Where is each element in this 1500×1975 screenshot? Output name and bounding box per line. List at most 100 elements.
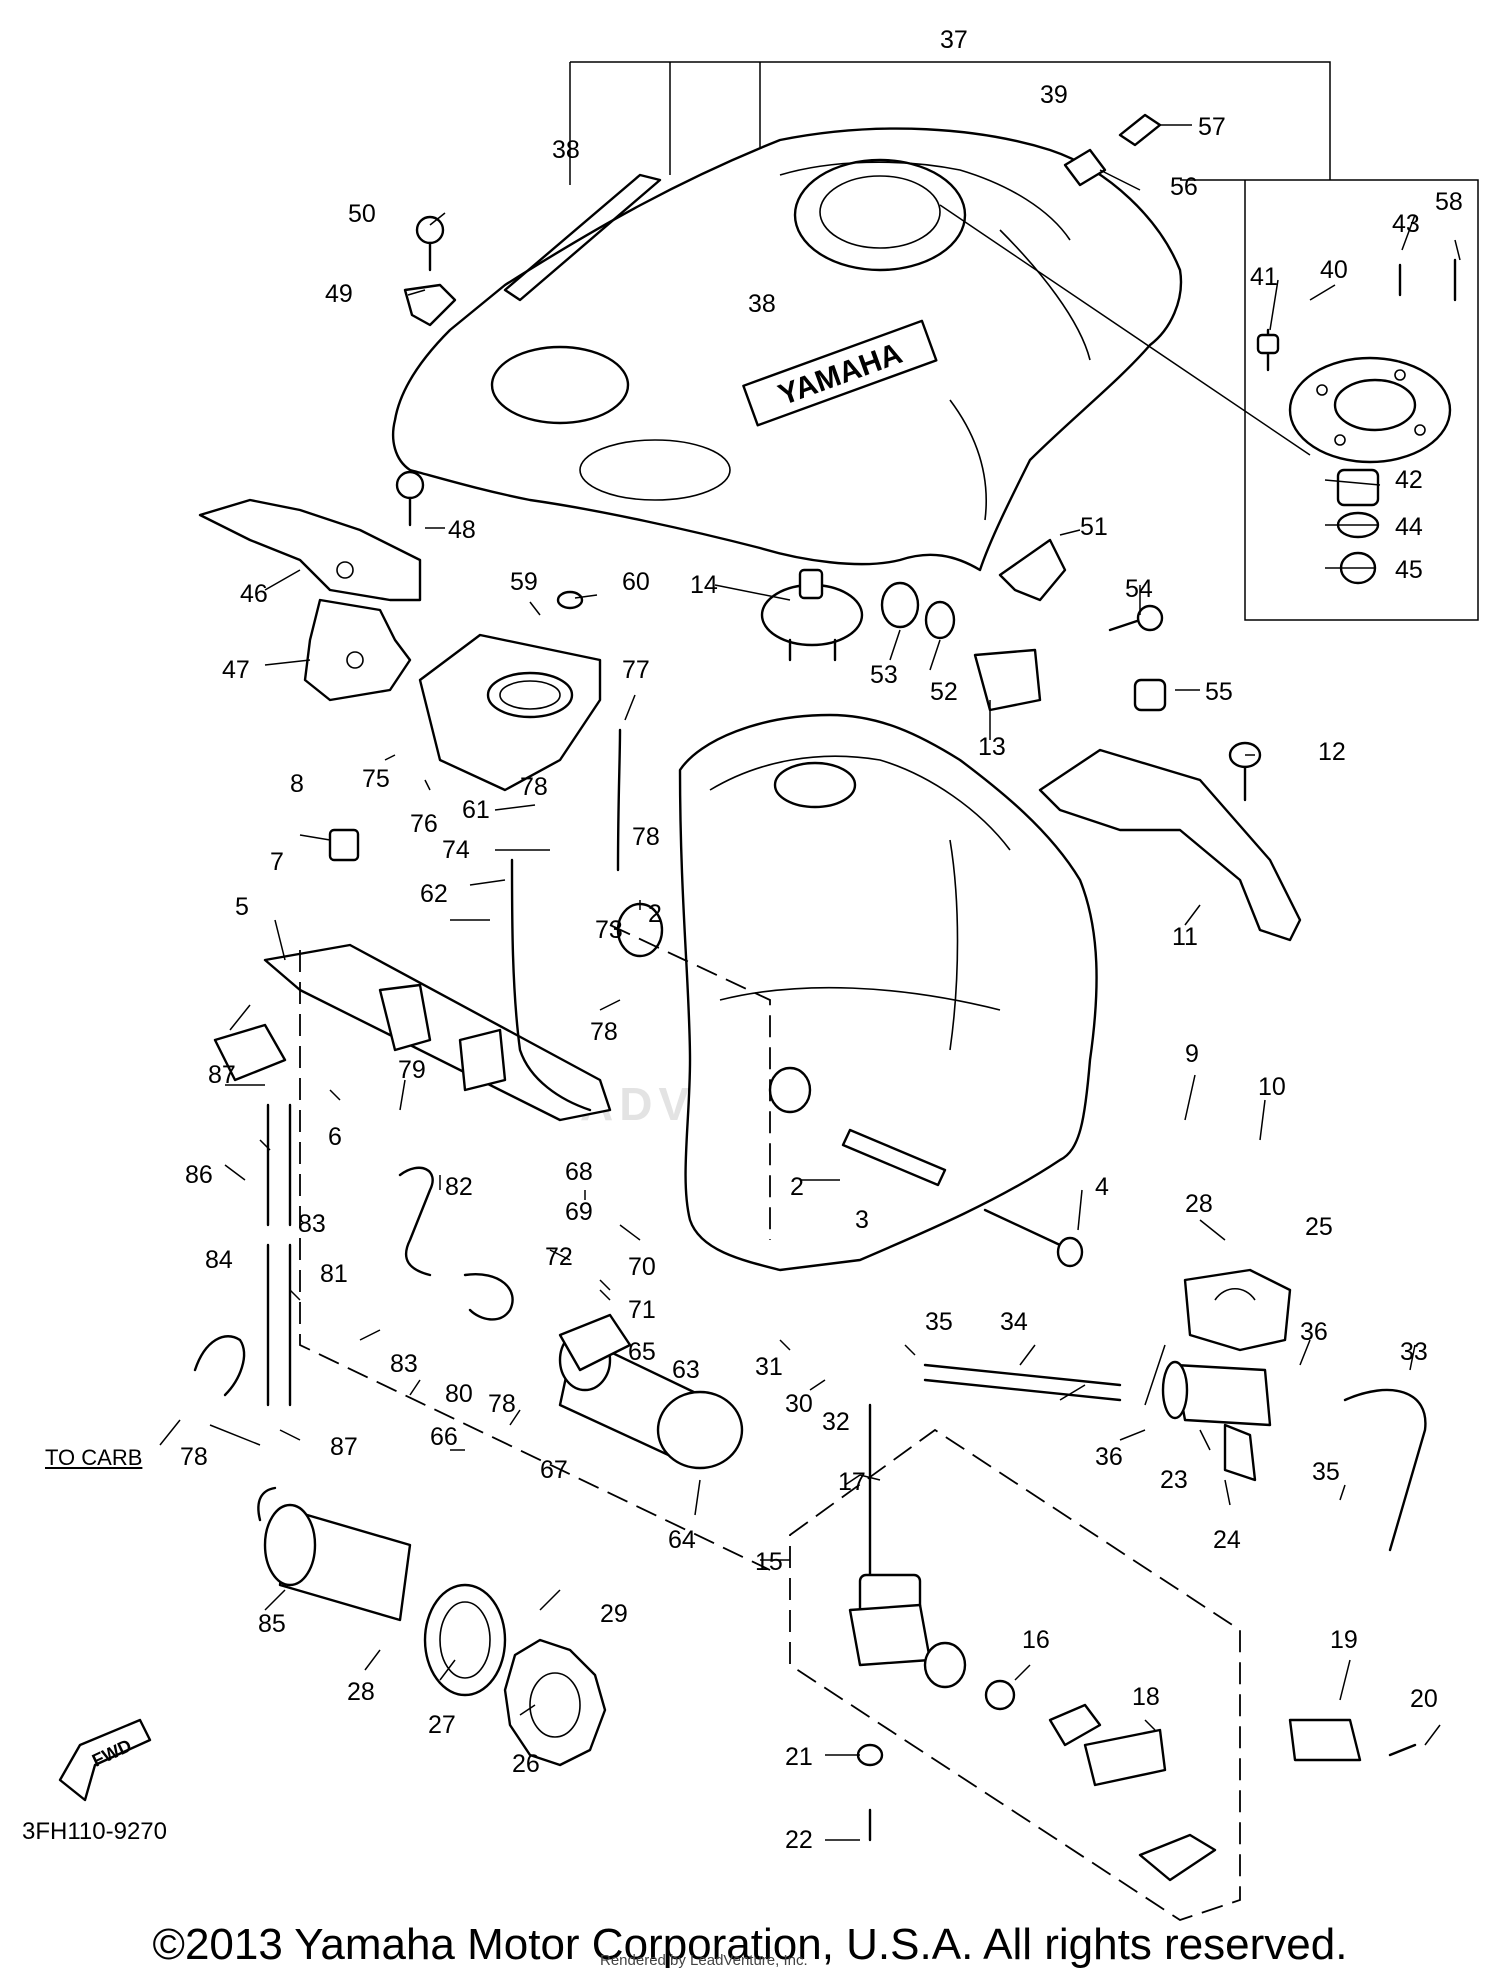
callout-18: 18 — [1132, 1683, 1160, 1711]
callout-57: 57 — [1198, 113, 1226, 141]
callout-83b: 83 — [390, 1350, 418, 1378]
callout-19: 19 — [1330, 1626, 1358, 1654]
callout-29: 29 — [600, 1600, 628, 1628]
callout-26: 26 — [512, 1750, 540, 1778]
callout-78c: 78 — [590, 1018, 618, 1046]
callout-45: 45 — [1395, 556, 1423, 584]
callout-15: 15 — [755, 1548, 783, 1576]
callout-49: 49 — [325, 280, 353, 308]
callout-76: 76 — [410, 810, 438, 838]
callout-41: 41 — [1250, 263, 1278, 291]
callout-34: 34 — [1000, 1308, 1028, 1336]
callout-14: 14 — [690, 571, 718, 599]
leader-lines — [159, 124, 1461, 1841]
stay-7 — [213, 828, 612, 1122]
callout-10: 10 — [1258, 1073, 1286, 1101]
callout-58: 58 — [1435, 188, 1463, 216]
fwd-arrow: FWD — [58, 1718, 152, 1802]
callout-59: 59 — [510, 568, 538, 596]
callout-87b: 87 — [330, 1433, 358, 1461]
callout-53: 53 — [870, 661, 898, 689]
callout-51: 51 — [1080, 513, 1108, 541]
callout-31: 31 — [755, 1353, 783, 1381]
callout-81: 81 — [320, 1260, 348, 1288]
callout-52: 52 — [930, 678, 958, 706]
callout-86: 86 — [185, 1161, 213, 1189]
callout-23: 23 — [1160, 1466, 1188, 1494]
callout-74: 74 — [442, 836, 470, 864]
assembly-bracket-37 — [569, 61, 1479, 621]
callout-78d: 78 — [488, 1390, 516, 1418]
callout-54: 54 — [1125, 575, 1153, 603]
callout-42: 42 — [1395, 466, 1423, 494]
callout-73: 73 — [595, 916, 623, 944]
callout-20: 20 — [1410, 1685, 1438, 1713]
callout-5: 5 — [235, 893, 249, 921]
filter-23 — [1161, 1360, 1272, 1482]
callout-87a: 87 — [208, 1061, 236, 1089]
callout-39: 39 — [1040, 81, 1068, 109]
callout-28b: 28 — [347, 1678, 375, 1706]
copyright-notice: ©2013 Yamaha Motor Corporation, U.S.A. A… — [152, 1920, 1348, 1969]
callout-32: 32 — [822, 1408, 850, 1436]
callout-68: 68 — [565, 1158, 593, 1186]
callout-40: 40 — [1320, 256, 1348, 284]
callout-61: 61 — [462, 796, 490, 824]
callout-66: 66 — [430, 1423, 458, 1451]
callout-labels: 37 38 38 39 57 56 58 43 40 41 42 44 45 5… — [180, 26, 1463, 1854]
callout-44: 44 — [1395, 513, 1423, 541]
fuel-pump-63 — [558, 1313, 744, 1470]
callout-71: 71 — [628, 1296, 656, 1324]
bracket-25 — [1183, 1268, 1292, 1352]
callout-78e: 78 — [180, 1443, 208, 1471]
callout-2b: 2 — [790, 1173, 804, 1201]
callout-38b: 38 — [748, 290, 776, 318]
callout-9: 9 — [1185, 1040, 1199, 1068]
callout-35a: 35 — [925, 1308, 953, 1336]
callout-56: 56 — [1170, 173, 1198, 201]
callout-69: 69 — [565, 1198, 593, 1226]
callout-55: 55 — [1205, 678, 1233, 706]
callout-60: 60 — [622, 568, 650, 596]
callout-16: 16 — [1022, 1626, 1050, 1654]
fuel-cap-ring — [939, 204, 1457, 585]
callout-27: 27 — [428, 1711, 456, 1739]
callout-63: 63 — [672, 1356, 700, 1384]
callout-78b: 78 — [632, 823, 660, 851]
drawing-code: 3FH110-9270 — [22, 1818, 167, 1845]
callout-36a: 36 — [1300, 1318, 1328, 1346]
callout-64: 64 — [668, 1526, 696, 1554]
fuel-cap-14 — [760, 568, 864, 662]
callout-43: 43 — [1392, 210, 1420, 238]
fuel-cock-15 — [848, 1403, 1417, 1882]
fuel-tank-body — [616, 713, 1098, 1272]
callout-82: 82 — [445, 1173, 473, 1201]
callout-78a: 78 — [520, 773, 548, 801]
callout-62: 62 — [420, 880, 448, 908]
filler-neck-gasket — [418, 590, 602, 792]
callout-7: 7 — [270, 848, 284, 876]
callout-47: 47 — [222, 656, 250, 684]
to-carb-label: TO CARB — [45, 1445, 143, 1470]
callout-13: 13 — [978, 733, 1006, 761]
callout-80: 80 — [445, 1380, 473, 1408]
callout-6: 6 — [328, 1123, 342, 1151]
callout-21: 21 — [785, 1743, 813, 1771]
callout-2a: 2 — [648, 900, 662, 928]
pump-85 — [257, 1486, 412, 1622]
callout-30: 30 — [785, 1390, 813, 1418]
fuel-tank-cover: YAMAHA — [391, 127, 1183, 572]
bracket-11 — [973, 648, 1302, 942]
callout-50: 50 — [348, 200, 376, 228]
callout-67: 67 — [540, 1456, 568, 1484]
callout-85: 85 — [258, 1610, 286, 1638]
callout-3: 3 — [855, 1206, 869, 1234]
callout-11: 11 — [1172, 923, 1198, 951]
callout-22: 22 — [785, 1826, 813, 1854]
bracket-46-47 — [198, 498, 422, 702]
callout-12: 12 — [1318, 738, 1346, 766]
callout-24: 24 — [1213, 1526, 1241, 1554]
callout-4: 4 — [1095, 1173, 1109, 1201]
callout-38a: 38 — [552, 136, 580, 164]
callout-83a: 83 — [298, 1210, 326, 1238]
